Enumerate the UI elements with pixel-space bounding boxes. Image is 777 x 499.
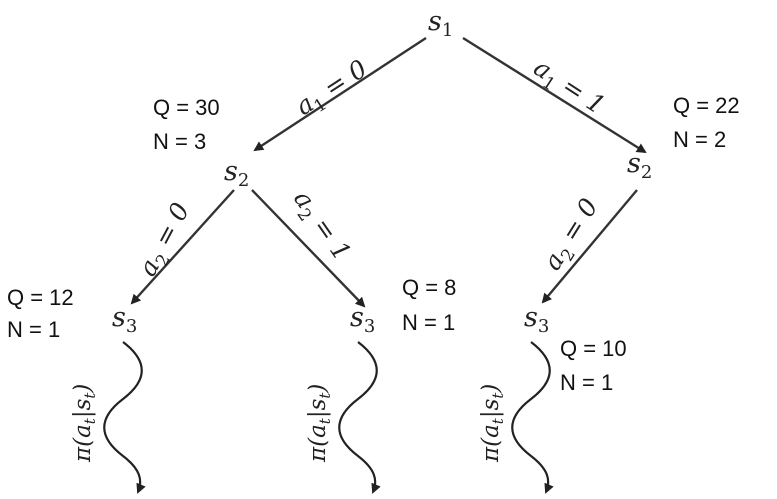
node-s1-root: s1: [428, 6, 453, 41]
edge-left-leaf1-rest: = 0: [145, 198, 195, 258]
node-s3-leaf3-sub: 3: [538, 316, 549, 337]
node-s2-right-letter: s: [627, 148, 641, 179]
node-s2-left-letter: s: [224, 156, 238, 187]
node-s2-left: s2: [224, 156, 249, 191]
node-s2-right-sub: 2: [641, 162, 652, 183]
policy-1-s-sub: t: [81, 392, 99, 399]
policy-label-1: π(at|st): [70, 384, 99, 463]
edge-label-root-right: a1 = 1: [526, 53, 610, 124]
policy-2-post: ): [305, 384, 331, 394]
policy-3-s: s: [478, 398, 504, 410]
rollout-wavy-arrow-2: [338, 341, 381, 494]
node-s1-sub: 1: [442, 20, 453, 41]
policy-3-s-sub: t: [489, 392, 507, 399]
policy-1-a: a: [70, 424, 96, 438]
policy-1-a-sub: t: [81, 417, 99, 424]
edge-root-right-arrow: [462, 36, 647, 154]
policy-1-bar: |: [70, 410, 96, 418]
node-s3-leaf2-letter: s: [350, 302, 364, 333]
policy-2-a: a: [305, 424, 331, 438]
policy-3-post: ): [478, 384, 504, 394]
node-s3-leaf3: s3: [524, 302, 549, 337]
rollout-wavy-arrow-3: [511, 341, 554, 494]
policy-2-pre: π(: [305, 437, 331, 463]
stat-n-leaf3: N = 1: [560, 370, 613, 395]
edge-root-left-arrow: [253, 36, 427, 152]
stat-n-leaf1: N = 1: [7, 317, 60, 342]
edge-right-leaf3-arrow: [541, 189, 638, 304]
policy-3-a-sub: t: [489, 417, 507, 424]
edge-left-leaf1-arrow: [130, 189, 235, 305]
edge-right-leaf3-rest: = 0: [551, 193, 604, 253]
edge-left-leaf2-arrow: [251, 189, 366, 308]
policy-1-pre: π(: [70, 437, 96, 463]
stat-q-leaf1: Q = 12: [7, 285, 74, 310]
rollout-wavy-arrow-1: [103, 341, 146, 494]
stat-n-right: N = 2: [673, 127, 726, 152]
policy-label-2: π(at|st): [305, 384, 334, 463]
policy-2-bar: |: [305, 410, 331, 418]
policy-3-pre: π(: [478, 437, 504, 463]
stat-q-right: Q = 22: [673, 93, 740, 118]
policy-1-post: ): [70, 384, 96, 394]
policy-3-bar: |: [478, 410, 504, 418]
node-s3-leaf3-letter: s: [524, 302, 538, 333]
node-s2-left-sub: 2: [238, 170, 249, 191]
policy-1-s: s: [70, 398, 96, 410]
stat-q-left: Q = 30: [153, 95, 220, 120]
stat-n-leaf2: N = 1: [402, 310, 455, 335]
node-s3-leaf2-sub: 3: [364, 316, 375, 337]
node-s3-leaf2: s3: [350, 302, 375, 337]
node-s1-letter: s: [428, 6, 442, 37]
policy-2-s: s: [305, 398, 331, 410]
node-s3-leaf1: s3: [112, 302, 137, 337]
edge-label-left-leaf2: a2 = 1: [284, 185, 357, 269]
policy-label-3: π(at|st): [478, 384, 507, 463]
node-s3-leaf1-sub: 3: [126, 316, 137, 337]
policy-2-s-sub: t: [316, 392, 334, 399]
stat-q-leaf3: Q = 10: [560, 336, 627, 361]
edge-label-root-left: a1 = 0: [290, 54, 374, 125]
stat-q-leaf2: Q = 8: [402, 275, 456, 300]
policy-2-a-sub: t: [316, 417, 334, 424]
node-s2-right: s2: [627, 148, 652, 183]
policy-3-a: a: [478, 424, 504, 438]
node-s3-leaf1-letter: s: [112, 302, 126, 333]
stat-n-left: N = 3: [153, 129, 206, 154]
